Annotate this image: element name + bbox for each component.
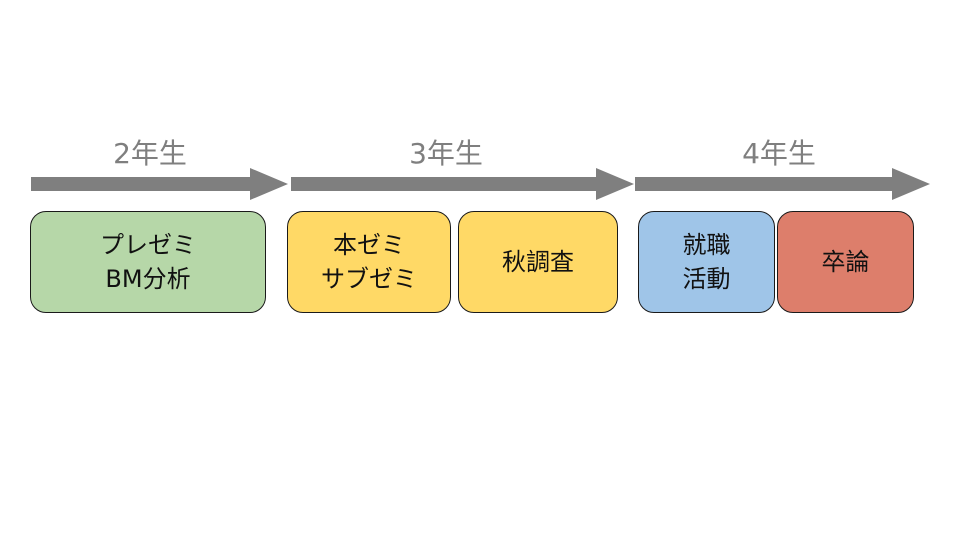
- year-label-2: 2年生: [113, 137, 187, 170]
- box-line: 活動: [682, 265, 731, 293]
- box-line: 本ゼミ: [333, 231, 405, 259]
- box-autumn-survey: 秋調査: [458, 211, 618, 313]
- timeline-arrow-year4: [635, 168, 930, 200]
- box-line: 秋調査: [502, 248, 574, 276]
- arrow-shape: [291, 168, 634, 200]
- box-line: 卒論: [821, 248, 870, 276]
- timeline-arrow-year2: [31, 168, 288, 200]
- box-line: サブゼミ: [321, 265, 417, 293]
- year-label-3: 3年生: [409, 137, 483, 170]
- box-line: 就職: [682, 231, 731, 259]
- year-label-4: 4年生: [742, 137, 816, 170]
- box-main-seminar: 本ゼミ サブゼミ: [287, 211, 451, 313]
- box-line: プレゼミ: [100, 231, 196, 259]
- arrow-shape: [31, 168, 288, 200]
- box-line: BM分析: [105, 265, 191, 293]
- timeline-arrow-year3: [291, 168, 634, 200]
- arrow-shape: [635, 168, 930, 200]
- box-pre-seminar: プレゼミ BM分析: [30, 211, 266, 313]
- box-job-hunting: 就職 活動: [638, 211, 775, 313]
- box-thesis: 卒論: [777, 211, 914, 313]
